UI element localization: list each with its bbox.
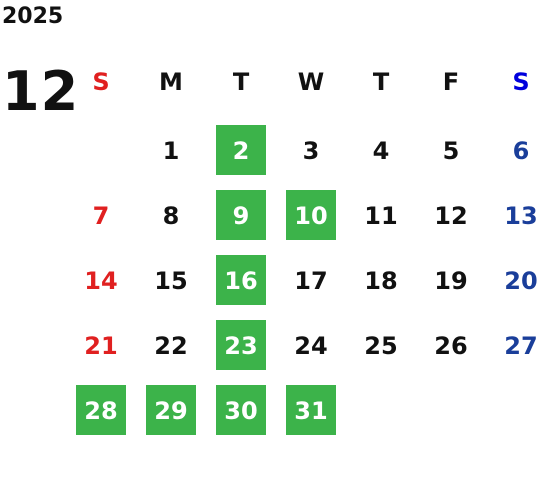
highlighted-day-number: 16 — [216, 255, 266, 305]
calendar-cell[interactable]: 30 — [206, 384, 276, 449]
calendar-cell[interactable]: 25 — [346, 319, 416, 384]
day-number: 5 — [442, 137, 460, 165]
day-number: 13 — [504, 202, 538, 230]
calendar-cell[interactable]: 24 — [276, 319, 346, 384]
highlighted-day-number: 30 — [216, 385, 266, 435]
highlighted-day-number: 9 — [216, 190, 266, 240]
day-number: 26 — [434, 332, 468, 360]
day-number: 24 — [294, 332, 328, 360]
highlighted-day-number: 28 — [76, 385, 126, 435]
day-number: 27 — [504, 332, 538, 360]
year-label: 2025 — [2, 4, 64, 29]
highlighted-day-number: 29 — [146, 385, 196, 435]
day-number: 19 — [434, 267, 468, 295]
calendar-cell[interactable]: 28 — [66, 384, 136, 449]
weekday-tue: T — [232, 68, 250, 96]
day-number: 25 — [364, 332, 398, 360]
calendar-cell[interactable]: 20 — [486, 254, 548, 319]
calendar-cell[interactable]: 17 — [276, 254, 346, 319]
calendar-cell[interactable]: 15 — [136, 254, 206, 319]
calendar-cell[interactable]: 16 — [206, 254, 276, 319]
calendar-cell[interactable]: 13 — [486, 189, 548, 254]
day-number: 18 — [364, 267, 398, 295]
day-number: 7 — [92, 202, 110, 230]
calendar-cell[interactable]: 18 — [346, 254, 416, 319]
highlighted-day-number: 2 — [216, 125, 266, 175]
day-number: 4 — [372, 137, 390, 165]
calendar-cell[interactable]: 19 — [416, 254, 486, 319]
day-number: 1 — [162, 137, 180, 165]
calendar-cell[interactable]: 21 — [66, 319, 136, 384]
calendar-cell[interactable]: 2 — [206, 124, 276, 189]
day-number: 3 — [302, 137, 320, 165]
highlighted-day-number: 23 — [216, 320, 266, 370]
calendar-cell[interactable]: 12 — [416, 189, 486, 254]
day-number: 14 — [84, 267, 118, 295]
day-number: 6 — [512, 137, 530, 165]
calendar-cell[interactable]: 6 — [486, 124, 548, 189]
calendar-cell[interactable]: 11 — [346, 189, 416, 254]
calendar-cell[interactable]: 29 — [136, 384, 206, 449]
weekday-thu: T — [372, 68, 390, 96]
highlighted-day-number: 31 — [286, 385, 336, 435]
calendar-cell[interactable]: 9 — [206, 189, 276, 254]
weekday-sun: S — [92, 68, 110, 96]
calendar-cell[interactable]: 5 — [416, 124, 486, 189]
weekday-fri: F — [442, 68, 460, 96]
calendar-cell[interactable]: 1 — [136, 124, 206, 189]
calendar-cell[interactable]: 8 — [136, 189, 206, 254]
calendar-cell[interactable]: 26 — [416, 319, 486, 384]
day-number: 8 — [162, 202, 180, 230]
day-number: 15 — [154, 267, 188, 295]
weekday-mon: M — [159, 68, 183, 96]
calendar-cell[interactable]: 4 — [346, 124, 416, 189]
month-label: 12 — [2, 60, 80, 123]
calendar-cell[interactable]: 14 — [66, 254, 136, 319]
calendar-cell[interactable]: 7 — [66, 189, 136, 254]
calendar-cell[interactable]: 23 — [206, 319, 276, 384]
calendar-cell[interactable]: 22 — [136, 319, 206, 384]
weekday-wed: W — [297, 68, 325, 96]
day-number: 17 — [294, 267, 328, 295]
day-number: 21 — [84, 332, 118, 360]
calendar-cell[interactable]: 31 — [276, 384, 346, 449]
day-number: 12 — [434, 202, 468, 230]
day-number: 11 — [364, 202, 398, 230]
calendar-cell[interactable]: 10 — [276, 189, 346, 254]
weekday-sat: S — [512, 68, 530, 96]
calendar-cell[interactable]: 3 — [276, 124, 346, 189]
day-number: 20 — [504, 267, 538, 295]
calendar-cell[interactable]: 27 — [486, 319, 548, 384]
day-number: 22 — [154, 332, 188, 360]
highlighted-day-number: 10 — [286, 190, 336, 240]
